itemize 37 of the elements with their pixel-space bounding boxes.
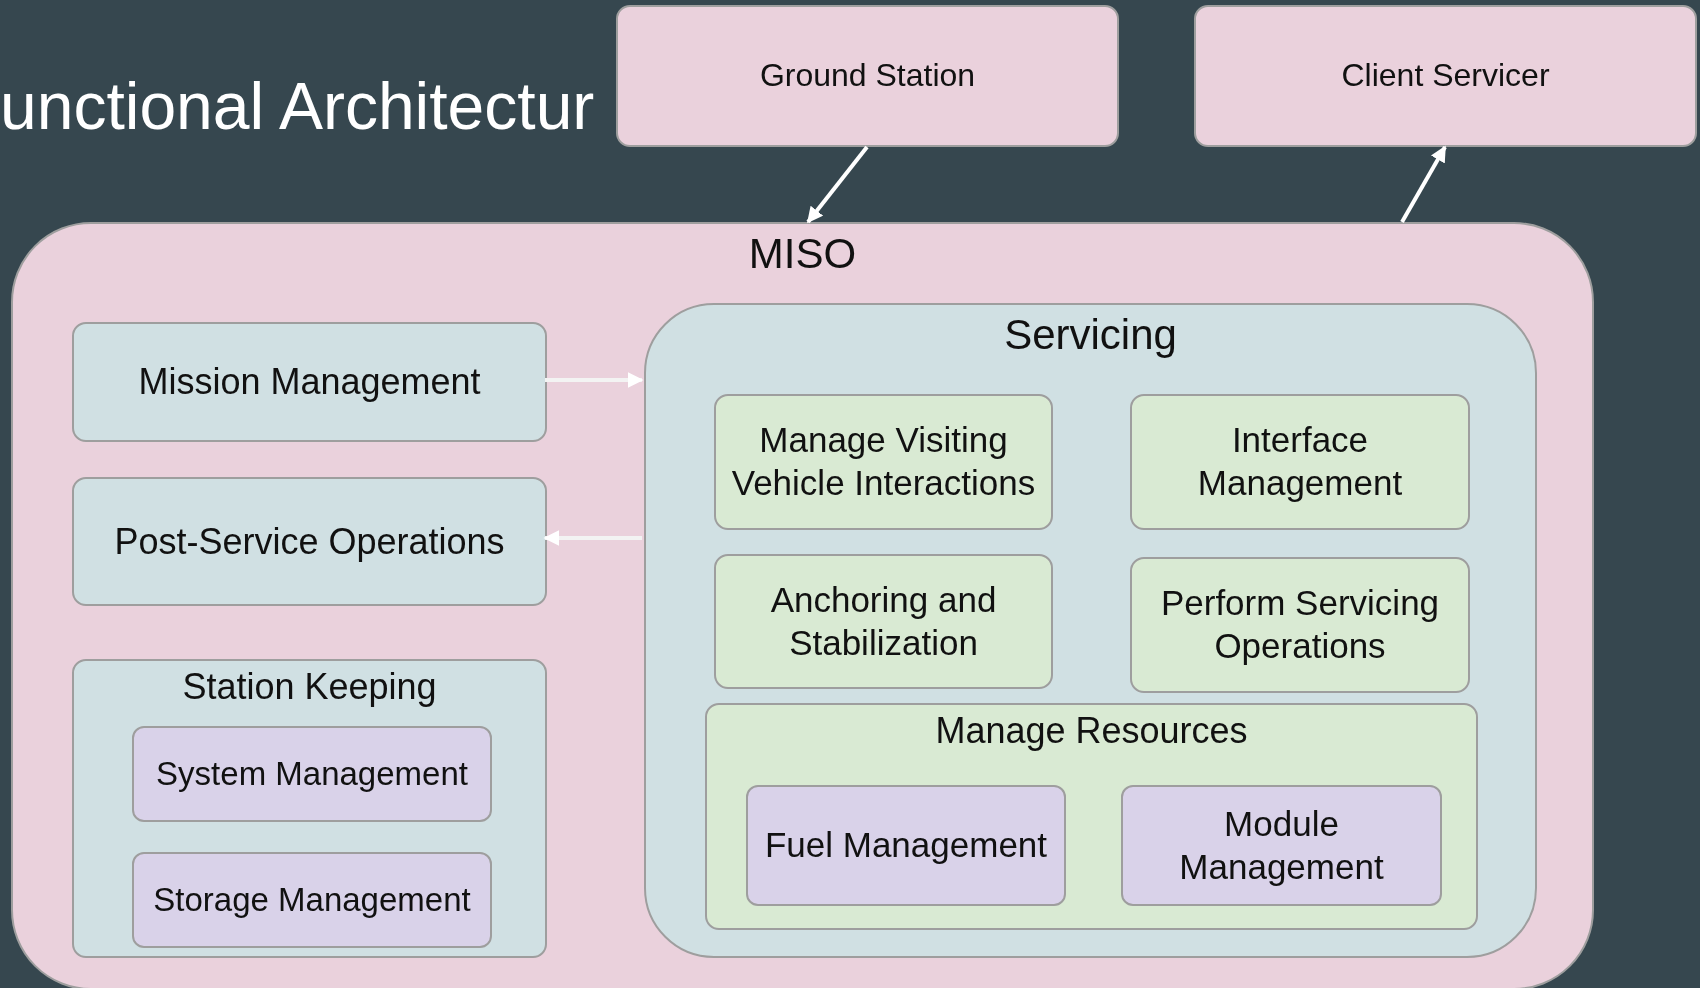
arrow [1400, 145, 1447, 223]
arrow [806, 145, 869, 224]
process-box [132, 726, 492, 822]
node-label: Perform Servicing Operations [1159, 582, 1441, 667]
node-label: Servicing [1003, 310, 1178, 360]
process-box [616, 5, 1119, 147]
process-box [1194, 5, 1697, 147]
process-box [714, 394, 1053, 530]
process-box [1130, 557, 1470, 693]
process-box [72, 322, 547, 442]
node-label: Anchoring and Stabilization [769, 578, 998, 664]
arrow [545, 372, 644, 388]
process-box [72, 477, 547, 606]
node-label: Manage Resources [934, 709, 1249, 753]
node-label: Storage Management [152, 879, 472, 920]
node-label: Post-Service Operations [113, 519, 506, 564]
node-label: Interface Management [1196, 419, 1404, 504]
node-label: Fuel Management [763, 824, 1049, 867]
process-box [714, 554, 1053, 689]
node-label: Station Keeping [181, 665, 438, 709]
group-box [72, 659, 547, 958]
page-title: unctional Architectur [0, 68, 595, 144]
group-box [11, 222, 1594, 988]
group-box [644, 303, 1537, 958]
group-box [705, 703, 1478, 930]
process-box [746, 785, 1066, 906]
process-box [1121, 785, 1442, 906]
process-box [132, 852, 492, 948]
node-label: MISO [747, 229, 858, 279]
node-label: Manage Visiting Vehicle Interactions [730, 419, 1037, 504]
node-label: Client Servicer [1340, 56, 1551, 96]
node-label: Mission Management [137, 360, 482, 404]
node-label: Module Management [1178, 802, 1385, 888]
process-box [1130, 394, 1470, 530]
arrow [543, 530, 642, 546]
node-label: System Management [155, 753, 469, 794]
node-label: Ground Station [758, 56, 977, 96]
